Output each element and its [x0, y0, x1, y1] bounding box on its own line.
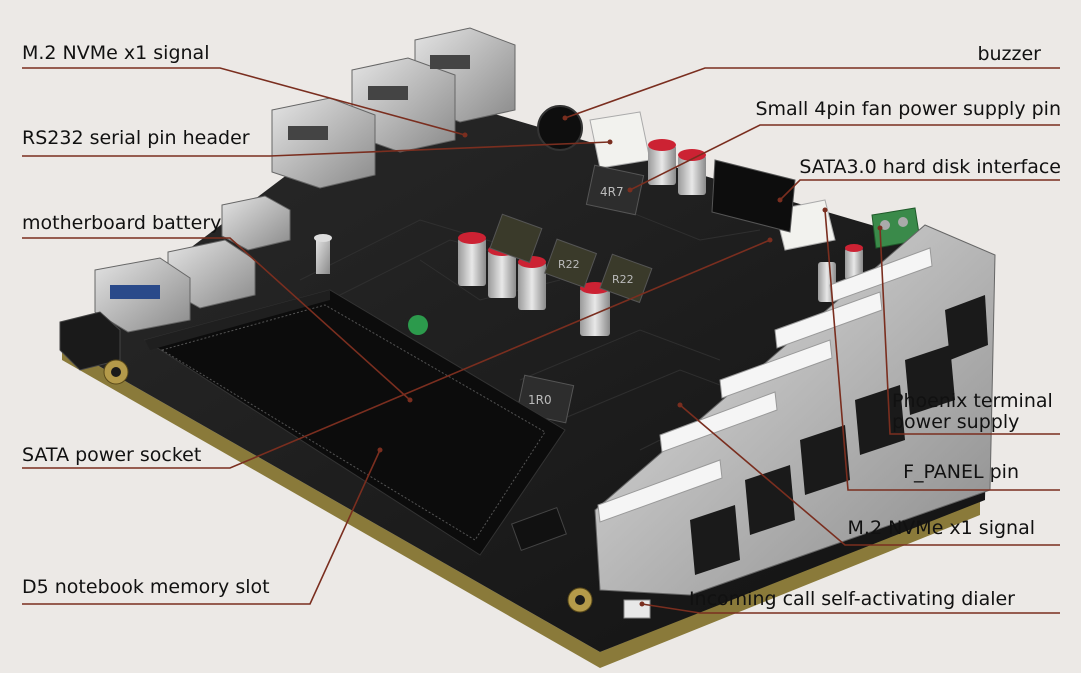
label-phoenix-line2: power supply	[892, 411, 1020, 433]
dialer-switch	[103, 359, 651, 619]
buzzer-component	[537, 105, 583, 151]
label-rs232: RS232 serial pin header	[22, 127, 250, 149]
cap-marking: R22	[558, 258, 580, 271]
leader-lines	[22, 67, 1060, 614]
leader-buzzer	[564, 67, 1060, 119]
label-sata3: SATA3.0 hard disk interface	[799, 156, 1061, 178]
label-buzzer: buzzer	[977, 43, 1041, 65]
label-dialer: Incoming call self-activating dialer	[688, 588, 1015, 610]
label-fan-pin: Small 4pin fan power supply pin	[755, 98, 1061, 120]
leader-nvme-bottom	[679, 404, 1060, 546]
green-chip	[408, 315, 428, 335]
cap-marking: R22	[612, 273, 634, 286]
label-d5-slot: D5 notebook memory slot	[22, 576, 270, 598]
inductor-marking: 4R7	[600, 185, 624, 199]
usb-stack-rear	[271, 27, 516, 189]
label-nvme-top: M.2 NVMe x1 signal	[22, 42, 210, 64]
leader-dialer	[641, 603, 1060, 614]
label-sata-power: SATA power socket	[22, 444, 202, 466]
label-nvme-bottom: M.2 NVMe x1 signal	[847, 517, 1035, 539]
inductor-marking: 1R0	[528, 393, 552, 407]
spi-chip	[511, 506, 567, 552]
leader-rs232	[22, 141, 611, 157]
leader-fan	[629, 124, 1060, 191]
leader-sata-power	[22, 239, 771, 469]
label-phoenix-line1: Phoenix terminal	[892, 390, 1053, 412]
leader-dots	[377, 115, 883, 607]
label-f-panel: F_PANEL pin	[903, 461, 1019, 483]
leader-phoenix	[879, 227, 1060, 435]
left-ports	[59, 195, 291, 371]
leader-sata3	[779, 179, 1060, 201]
ethernet-bank	[594, 224, 996, 596]
label-battery: motherboard battery	[22, 212, 222, 234]
capacitors	[458, 139, 863, 336]
standoff	[314, 234, 332, 274]
leader-nvme-top	[22, 67, 466, 136]
memory-slot	[143, 289, 566, 556]
sata-port	[711, 159, 796, 233]
leader-fpanel	[824, 209, 1060, 491]
leader-battery	[22, 237, 411, 401]
inductors: 4R7 1R0 R22 R22	[489, 164, 653, 424]
leader-d5	[22, 449, 381, 605]
